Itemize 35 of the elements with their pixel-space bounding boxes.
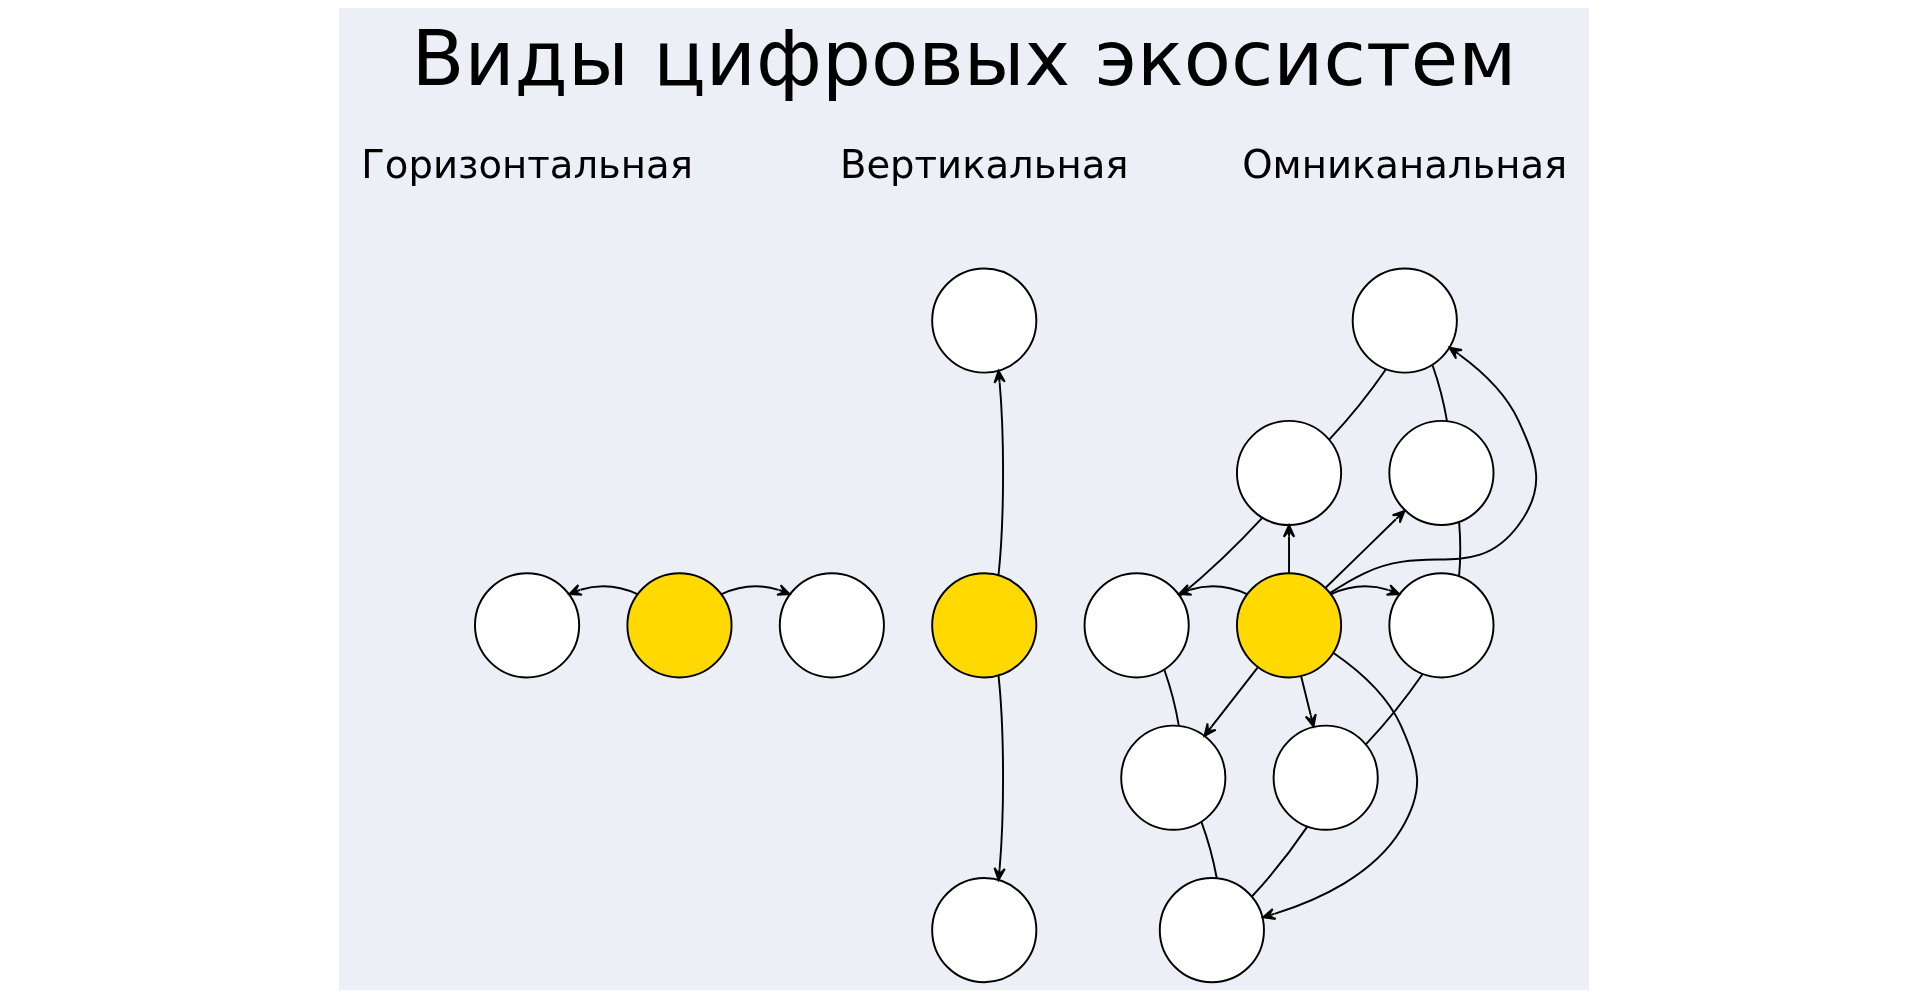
node-circle [1351,267,1458,374]
label: Горизонтальная [361,141,693,187]
node-circle [626,572,733,679]
arrow [568,584,639,596]
arrow [1330,584,1401,596]
arrow [1324,509,1406,589]
arrow [1177,584,1248,596]
node-circle [931,572,1038,679]
node-circle [931,267,1038,374]
connector [1250,825,1309,898]
arrow [1262,652,1419,920]
arrow [1300,675,1317,728]
arrow [1282,524,1296,575]
node-circle [1236,419,1343,526]
node-circle [1083,572,1190,679]
node-circle [1388,572,1495,679]
connector [1458,521,1462,578]
node-circle [1236,572,1343,679]
connector [1163,669,1180,727]
node-circle [931,877,1038,984]
node-circle [1158,877,1265,984]
node-circle [1272,724,1379,831]
connector [1200,820,1218,879]
diagram-title: Виды цифровых экосистем [411,13,1517,104]
arrow [1329,346,1538,595]
connector [1328,368,1387,441]
label: Вертикальная [839,141,1129,187]
connector [1431,364,1448,422]
arrow [993,369,1006,577]
connector [1178,516,1264,597]
arrow [1203,666,1259,737]
connector [1365,673,1424,746]
label: Омниканальная [1242,141,1568,187]
arrow [720,584,791,596]
arrow [993,674,1006,881]
